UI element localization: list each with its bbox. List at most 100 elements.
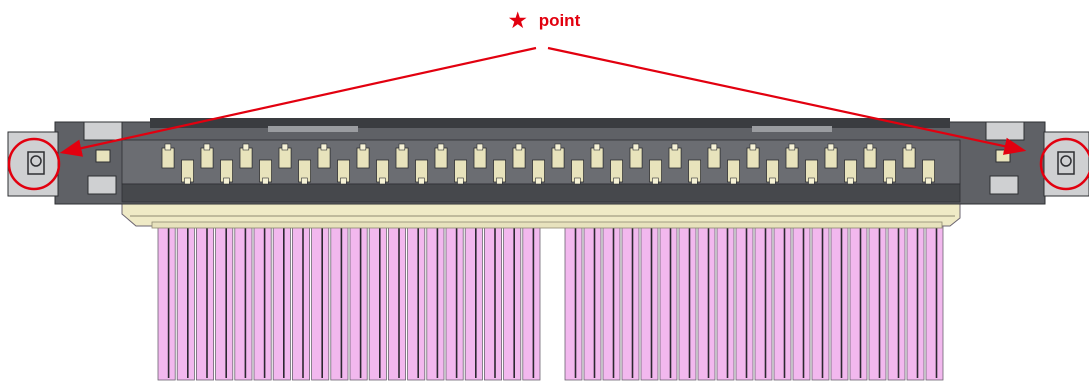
contact-tip [340,177,347,185]
pin [716,221,735,381]
contact-tip [886,177,893,185]
contact [746,147,760,169]
pin [522,221,541,381]
contact-tip [301,177,308,185]
pin-group [157,221,944,381]
contact [434,147,448,169]
contact-tip [379,177,386,185]
contact-tip [398,143,406,151]
contact [473,147,487,169]
pin [311,221,330,381]
contact [785,147,799,169]
contact [161,147,175,169]
contact-tip [905,143,913,151]
contact-tip [925,177,932,185]
contact [590,147,604,169]
pin [849,221,868,381]
contact [824,147,838,169]
pin [176,221,195,381]
contact-tip [457,177,464,185]
contact [902,147,916,169]
contact-tip [691,177,698,185]
pin [868,221,887,381]
contact-tip [223,177,230,185]
pin [602,221,621,381]
contact [356,147,370,169]
pin [773,221,792,381]
pin [272,221,291,381]
pin [735,221,754,381]
contact-tip [808,177,815,185]
pin [564,221,583,381]
contact-tip [515,143,523,151]
callout-arrows [7,46,1089,191]
contact [239,147,253,169]
contact-tip [632,143,640,151]
pin [234,221,253,381]
pin [659,221,678,381]
right-callout-arrow [547,46,1027,155]
pin [906,221,925,381]
contact-row [161,143,936,185]
pin [621,221,640,381]
contact-tip [418,177,425,185]
contact-tip [710,143,718,151]
contact-tip [242,143,250,151]
left-callout-arrow [59,46,537,157]
contact-tip [827,143,835,151]
pin [387,221,406,381]
pin [157,221,176,381]
contact [863,147,877,169]
pin [583,221,602,381]
contact [668,147,682,169]
contact-tip [866,143,874,151]
pin [811,221,830,381]
right-point-marker [1039,137,1089,191]
contact [551,147,565,169]
contact [512,147,526,169]
pin [330,221,349,381]
contact-tip [281,143,289,151]
contact-tip [847,177,854,185]
pin [464,221,483,381]
contact [629,147,643,169]
pin [678,221,697,381]
contact-tip [652,177,659,185]
contact-tip [496,177,503,185]
contact [395,147,409,169]
contact-tip [749,143,757,151]
pin [830,221,849,381]
pin [426,221,445,381]
contact-tip [574,177,581,185]
contact-tip [437,143,445,151]
pin [483,221,502,381]
callout-text-point: point [538,11,581,30]
contact-tip [476,143,484,151]
pin [925,221,944,381]
contact-tip [535,177,542,185]
contact-tip [671,143,679,151]
pin [195,221,214,381]
pin [253,221,272,381]
contact-tip [769,177,776,185]
contact-tip [730,177,737,185]
contact [317,147,331,169]
contact-tip [359,143,367,151]
contact-tip [262,177,269,185]
contact [707,147,721,169]
left-latch [7,121,123,197]
contact-tip [320,143,328,151]
pin [291,221,310,381]
pin [445,221,464,381]
contact-tip [554,143,562,151]
pin [754,221,773,381]
contact [278,147,292,169]
pin [215,221,234,381]
star-icon: ★ [508,10,527,32]
contact [200,147,214,169]
contact-tip [184,177,191,185]
pin [368,221,387,381]
left-point-marker [7,137,61,191]
contact-tip [788,143,796,151]
